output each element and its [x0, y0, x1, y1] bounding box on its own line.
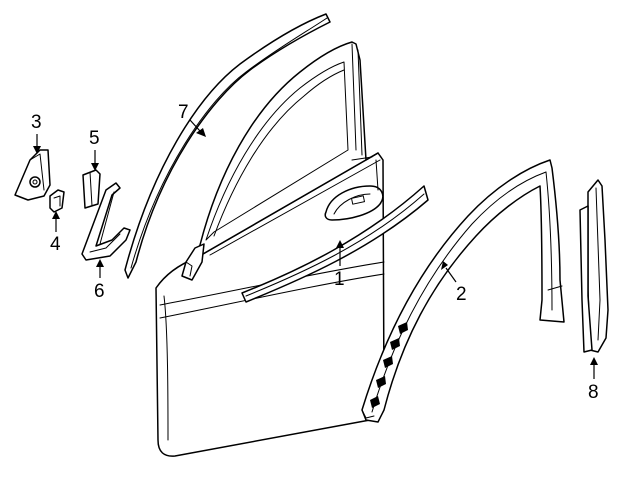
door-shell	[155, 41, 385, 457]
callout-6: 6	[94, 259, 105, 302]
callout-7: 7	[178, 102, 206, 137]
part-7-frame-molding	[124, 13, 331, 279]
callout-5-label: 5	[89, 128, 100, 149]
callout-6-label: 6	[94, 281, 105, 302]
part-6-corner-seal	[81, 182, 131, 261]
part-8-pillar-trim	[579, 179, 609, 353]
callout-2: 2	[441, 261, 467, 305]
part-1-belt-molding	[241, 185, 429, 303]
callout-3: 3	[31, 112, 42, 154]
callout-4: 4	[50, 211, 61, 255]
part-2-arch-seal	[361, 159, 565, 423]
callout-5: 5	[89, 128, 100, 171]
part-3-corner-cover	[14, 149, 51, 201]
part-4-clip	[49, 189, 65, 213]
callout-4-label: 4	[50, 234, 61, 255]
callout-7-label: 7	[178, 102, 189, 123]
callout-8-label: 8	[588, 382, 599, 403]
part-5-spacer	[82, 169, 101, 209]
callout-1: 1	[334, 240, 345, 290]
callout-2-label: 2	[456, 284, 467, 305]
callout-3-label: 3	[31, 112, 42, 133]
callout-8: 8	[588, 357, 599, 403]
callout-1-label: 1	[334, 269, 345, 290]
